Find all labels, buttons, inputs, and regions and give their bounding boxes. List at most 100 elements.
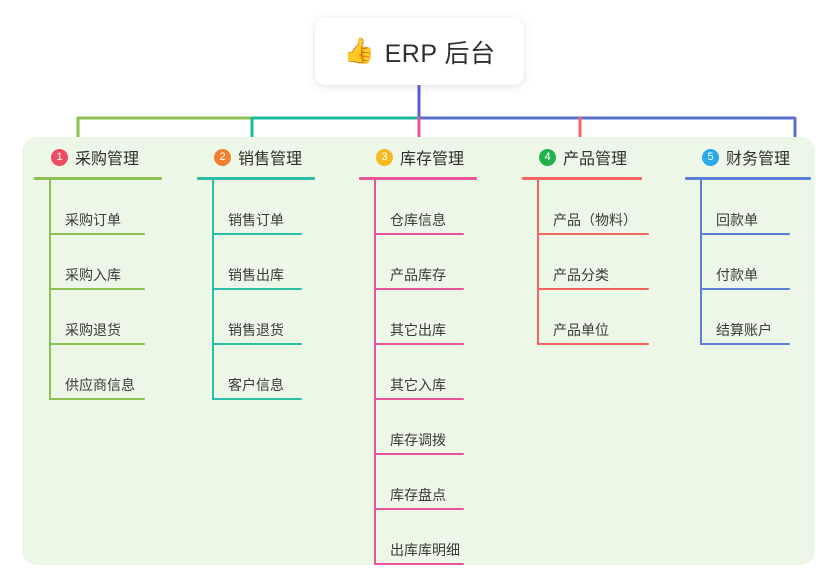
menu-item-label: 销售出库 — [228, 267, 284, 283]
menu-item[interactable]: 仓库信息 — [374, 180, 519, 235]
menu-item-label: 客户信息 — [228, 377, 284, 393]
menu-item[interactable]: 产品分类 — [537, 235, 682, 290]
column-title-2: 销售管理 — [238, 151, 303, 168]
menu-item-underline — [212, 288, 302, 290]
column-spine-3 — [374, 180, 376, 565]
column-rule-5 — [685, 177, 811, 180]
menu-item-underline — [537, 288, 649, 290]
menu-item-underline — [374, 343, 464, 345]
menu-item[interactable]: 销售出库 — [212, 235, 357, 290]
menu-item-underline — [212, 343, 302, 345]
menu-item[interactable]: 其它入库 — [374, 345, 519, 400]
menu-item-label: 产品库存 — [390, 267, 446, 283]
menu-item-label: 库存调拨 — [390, 432, 446, 448]
menu-item-underline — [374, 398, 464, 400]
menu-item-label: 付款单 — [716, 267, 758, 283]
menu-item[interactable]: 采购退货 — [49, 290, 194, 345]
menu-item-label: 采购退货 — [65, 322, 121, 338]
menu-item-underline — [374, 563, 464, 565]
menu-item-label: 销售订单 — [228, 212, 284, 228]
column-header-4[interactable]: 4 产品管理 — [522, 145, 682, 169]
column-title-3: 库存管理 — [400, 151, 465, 168]
menu-item-underline — [49, 288, 145, 290]
menu-item[interactable]: 供应商信息 — [49, 345, 194, 400]
menu-item-label: 产品分类 — [553, 267, 609, 283]
menu-item-underline — [49, 398, 145, 400]
thumbs-up-icon: 👍 — [343, 37, 375, 65]
column-badge-3: 3 — [376, 148, 393, 166]
menu-item-label: 回款单 — [716, 212, 758, 228]
menu-item-label: 其它出库 — [390, 322, 446, 338]
menu-item[interactable]: 回款单 — [700, 180, 839, 235]
column-header-5[interactable]: 5 财务管理 — [685, 145, 839, 169]
column-spine-1 — [49, 180, 51, 400]
menu-item-label: 库存盘点 — [390, 487, 446, 503]
column-3: 3 库存管理仓库信息产品库存其它出库其它入库库存调拨库存盘点出库库明细 — [359, 145, 519, 565]
menu-item-underline — [537, 233, 649, 235]
menu-item[interactable]: 库存调拨 — [374, 400, 519, 455]
mindmap-panel — [22, 137, 815, 565]
column-items-1: 采购订单采购入库采购退货供应商信息 — [34, 180, 194, 400]
column-badge-1: 1 — [51, 148, 68, 166]
menu-item-label: 仓库信息 — [390, 212, 446, 228]
menu-item[interactable]: 产品库存 — [374, 235, 519, 290]
column-1: 1 采购管理采购订单采购入库采购退货供应商信息 — [34, 145, 194, 400]
menu-item[interactable]: 库存盘点 — [374, 455, 519, 510]
column-title-5: 财务管理 — [726, 151, 791, 168]
menu-item[interactable]: 客户信息 — [212, 345, 357, 400]
menu-item-underline — [49, 343, 145, 345]
menu-item-label: 采购入库 — [65, 267, 121, 283]
column-4: 4 产品管理产品（物料） 产品分类产品单位 — [522, 145, 682, 345]
menu-item[interactable]: 销售订单 — [212, 180, 357, 235]
menu-item-underline — [212, 233, 302, 235]
menu-item-underline — [537, 343, 649, 345]
column-rule-2 — [197, 177, 315, 180]
menu-item[interactable]: 采购入库 — [49, 235, 194, 290]
column-spine-4 — [537, 180, 539, 345]
menu-item[interactable]: 付款单 — [700, 235, 839, 290]
column-items-2: 销售订单销售出库销售退货客户信息 — [197, 180, 357, 400]
menu-item-underline — [374, 288, 464, 290]
menu-item[interactable]: 产品单位 — [537, 290, 682, 345]
column-rule-1 — [34, 177, 162, 180]
menu-item[interactable]: 产品（物料） — [537, 180, 682, 235]
column-title-1: 采购管理 — [75, 151, 140, 168]
root-node-card[interactable]: 👍 ERP 后台 — [315, 18, 524, 85]
root-title: ERP 后台 — [384, 39, 496, 68]
menu-item-label: 产品（物料） — [553, 212, 637, 228]
column-title-4: 产品管理 — [563, 151, 628, 168]
column-badge-4: 4 — [539, 148, 556, 166]
menu-item-underline — [374, 233, 464, 235]
menu-item-underline — [700, 288, 790, 290]
column-items-5: 回款单付款单结算账户 — [685, 180, 839, 345]
menu-item-underline — [700, 343, 790, 345]
menu-item[interactable]: 结算账户 — [700, 290, 839, 345]
column-2: 2 销售管理销售订单销售出库销售退货客户信息 — [197, 145, 357, 400]
menu-item-underline — [700, 233, 790, 235]
menu-item-label: 出库库明细 — [390, 542, 460, 558]
menu-item[interactable]: 采购订单 — [49, 180, 194, 235]
menu-item[interactable]: 其它出库 — [374, 290, 519, 345]
column-badge-5: 5 — [702, 148, 719, 166]
column-header-1[interactable]: 1 采购管理 — [34, 145, 194, 169]
menu-item-label: 采购订单 — [65, 212, 121, 228]
menu-item-underline — [374, 508, 464, 510]
menu-item-label: 其它入库 — [390, 377, 446, 393]
column-header-2[interactable]: 2 销售管理 — [197, 145, 357, 169]
menu-item-label: 供应商信息 — [65, 377, 135, 393]
column-spine-2 — [212, 180, 214, 400]
menu-item-underline — [212, 398, 302, 400]
menu-item[interactable]: 销售退货 — [212, 290, 357, 345]
menu-item[interactable]: 出库库明细 — [374, 510, 519, 565]
menu-item-underline — [49, 233, 145, 235]
column-items-4: 产品（物料） 产品分类产品单位 — [522, 180, 682, 345]
column-header-3[interactable]: 3 库存管理 — [359, 145, 519, 169]
column-spine-5 — [700, 180, 702, 345]
menu-item-label: 销售退货 — [228, 322, 284, 338]
menu-item-label: 产品单位 — [553, 322, 609, 338]
menu-item-label: 结算账户 — [716, 322, 772, 338]
menu-item-underline — [374, 453, 464, 455]
column-badge-2: 2 — [214, 148, 231, 166]
column-5: 5 财务管理回款单付款单结算账户 — [685, 145, 839, 345]
column-rule-3 — [359, 177, 477, 180]
